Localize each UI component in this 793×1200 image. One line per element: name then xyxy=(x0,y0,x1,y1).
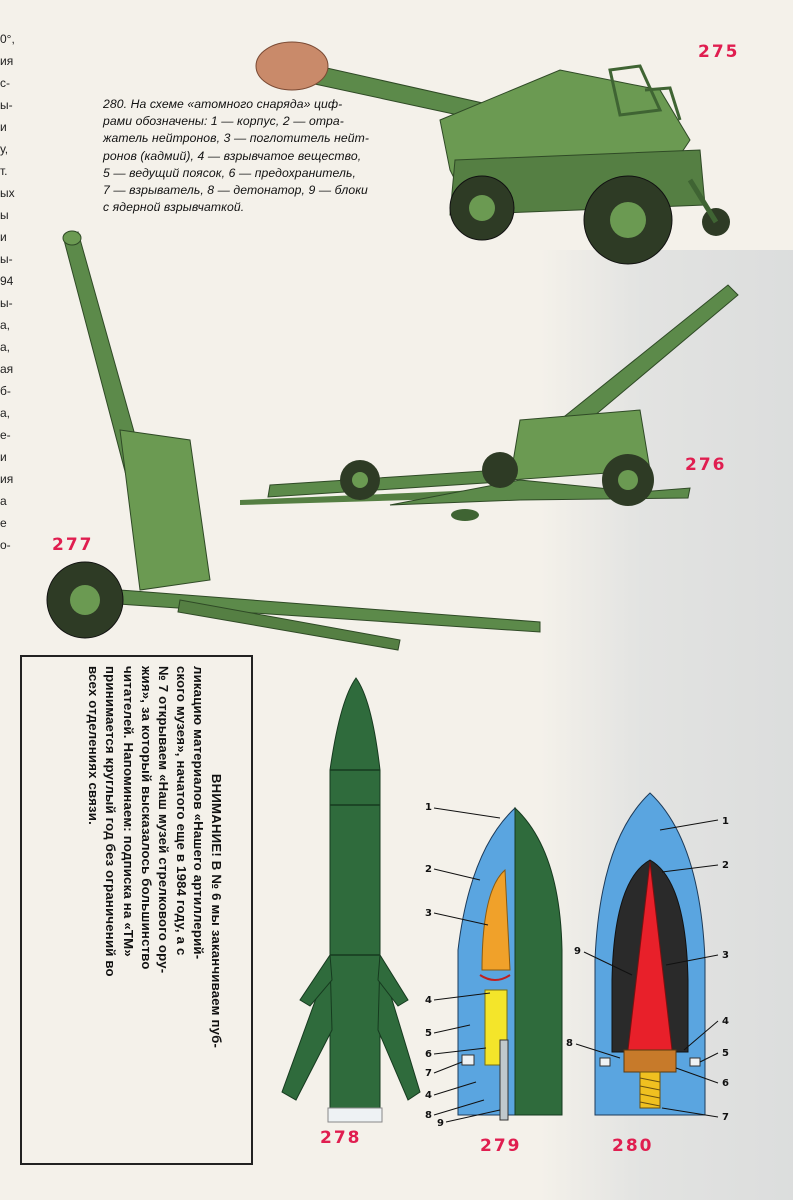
notice-line: жия», за который высказалось большинство xyxy=(138,666,154,970)
label-279-7: 7 xyxy=(425,1068,432,1079)
left-column-fragment: ы xyxy=(0,208,9,222)
left-column-fragment: а xyxy=(0,494,7,508)
left-column-fragment: е xyxy=(0,516,7,530)
caption-line: рами обозначены: 1 — корпус, 2 — отра- xyxy=(103,114,344,129)
caption-line: с ядерной взрывчаткой. xyxy=(103,200,245,215)
figure-number-276: 276 xyxy=(685,455,727,475)
figure-number-278: 278 xyxy=(320,1128,362,1148)
label-280-7: 7 xyxy=(722,1112,729,1123)
left-column-fragment: ая xyxy=(0,362,14,376)
left-column-fragment: а, xyxy=(0,318,11,332)
label-279-3: 3 xyxy=(425,908,432,919)
label-280-9: 9 xyxy=(574,946,581,957)
left-column-fragment: а, xyxy=(0,406,11,420)
left-column-fragment: и xyxy=(0,120,7,134)
label-279-9: 9 xyxy=(437,1118,444,1129)
left-column-fragment: с- xyxy=(0,76,10,90)
projectile-279-cutaway xyxy=(457,806,563,1121)
label-279-2: 2 xyxy=(425,864,432,875)
notice-box xyxy=(20,655,253,1165)
caption-line: жатель нейтронов, 3 — поглотитель нейт- xyxy=(103,131,370,146)
figure-caption: 280. На схеме «атомного снаряда» циф- ра… xyxy=(103,96,383,216)
left-column-fragment: б- xyxy=(0,384,11,398)
label-279-8: 8 xyxy=(425,1110,432,1121)
label-279-6: 6 xyxy=(425,1049,432,1060)
left-column-fragment: ы- xyxy=(0,98,13,112)
caption-line: 7 — взрыватель, 8 — детонатор, 9 — блоки xyxy=(103,183,368,198)
howitzer-276-illustration xyxy=(240,284,739,521)
label-279-4a: 4 xyxy=(425,995,432,1006)
projectile-280-cutaway xyxy=(594,792,706,1116)
figure-number-279: 279 xyxy=(480,1136,522,1156)
caption-line: ронов (кадмий), 4 — взрывчатое вещество, xyxy=(103,148,362,163)
left-column-fragment: ы- xyxy=(0,296,13,310)
label-279-1: 1 xyxy=(425,802,432,813)
left-column-fragment: ия xyxy=(0,54,14,68)
notice-line: всех отделениях связи. xyxy=(85,666,101,825)
label-280-5: 5 xyxy=(722,1048,729,1059)
figure-number-277: 277 xyxy=(52,535,94,555)
label-280-4: 4 xyxy=(722,1016,729,1027)
left-column-fragment: а, xyxy=(0,340,11,354)
notice-line: ского музея», начатого еще в 1984 году, … xyxy=(173,666,189,956)
figure-number-280: 280 xyxy=(612,1136,654,1156)
left-column-fragment: 0°, xyxy=(0,32,15,46)
label-280-8: 8 xyxy=(566,1038,573,1049)
notice-text: ВНИМАНИЕ! В № 6 мы заканчиваем пуб- лика… xyxy=(84,666,225,1156)
label-279-5: 5 xyxy=(425,1028,432,1039)
left-column-fragment: и xyxy=(0,230,7,244)
caption-line: 5 — ведущий поясок, 6 — предохранитель, xyxy=(103,165,356,180)
howitzer-277-illustration xyxy=(46,230,541,651)
left-column-fragment: ых xyxy=(0,186,15,200)
left-column-fragment: 94 xyxy=(0,274,14,288)
left-column-fragment: о- xyxy=(0,538,11,552)
caption-line: 280. На схеме «атомного снаряда» циф- xyxy=(103,97,343,111)
left-column-fragment: и xyxy=(0,450,7,464)
left-column-fragment: ия xyxy=(0,472,14,486)
notice-line: читателей. Напоминаем: подписка на «ТМ» xyxy=(121,666,137,957)
left-column-fragment: у, xyxy=(0,142,9,156)
label-280-3: 3 xyxy=(722,950,729,961)
left-column-fragment: е- xyxy=(0,428,11,442)
projectile-278-illustration xyxy=(281,677,421,1123)
figure-number-275: 275 xyxy=(698,42,740,62)
left-column-fragment: т. xyxy=(0,164,8,178)
label-279-4b: 4 xyxy=(425,1090,432,1101)
notice-line: ВНИМАНИЕ! В № 6 мы заканчиваем пуб- xyxy=(209,773,224,1049)
label-280-1: 1 xyxy=(722,816,729,827)
notice-line: ликацию материалов «Нашего артиллерий- xyxy=(191,666,207,960)
notice-line: № 7 открываем «Наш музей стрелкового ору… xyxy=(156,666,172,974)
left-column-fragment: ы- xyxy=(0,252,13,266)
howitzer-275-illustration xyxy=(255,41,730,265)
notice-line: принимается круглый год без ограничений … xyxy=(103,666,119,977)
label-280-6: 6 xyxy=(722,1078,729,1089)
label-280-2: 2 xyxy=(722,860,729,871)
